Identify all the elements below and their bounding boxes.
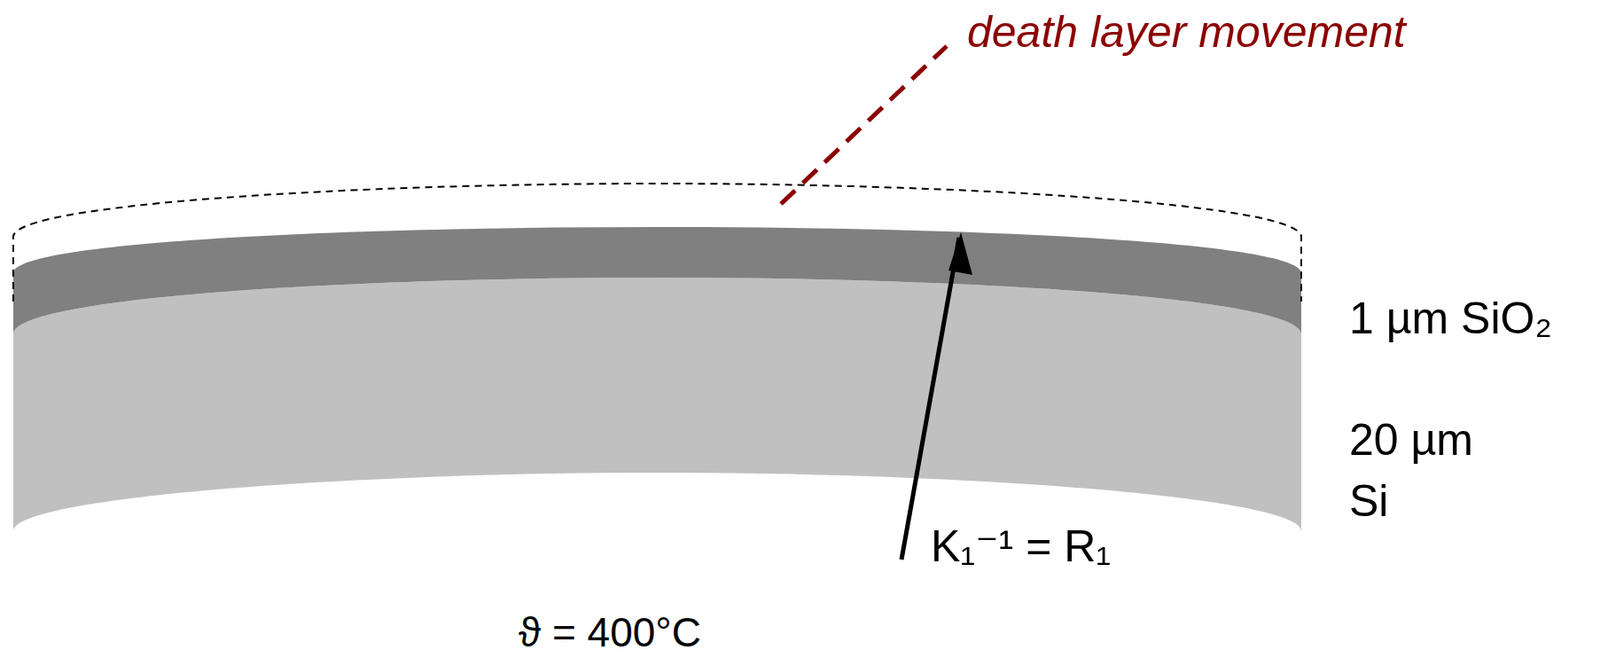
temperature-label: ϑ = 400°C [518, 608, 702, 656]
silicon-layer [13, 277, 1302, 531]
radius-arrow [901, 237, 960, 560]
layer-label: 1 µm SiO₂ [1349, 293, 1553, 345]
oxide-layer [13, 226, 1302, 335]
layer-label: 20 µm Si [1349, 409, 1505, 532]
dashed-outline [13, 183, 1302, 302]
annotation-label: death layer movement [967, 7, 1406, 59]
radius-arrowhead [948, 232, 973, 275]
leader-line [780, 46, 947, 204]
radius-label: K₁⁻¹ = R₁ [930, 521, 1111, 573]
